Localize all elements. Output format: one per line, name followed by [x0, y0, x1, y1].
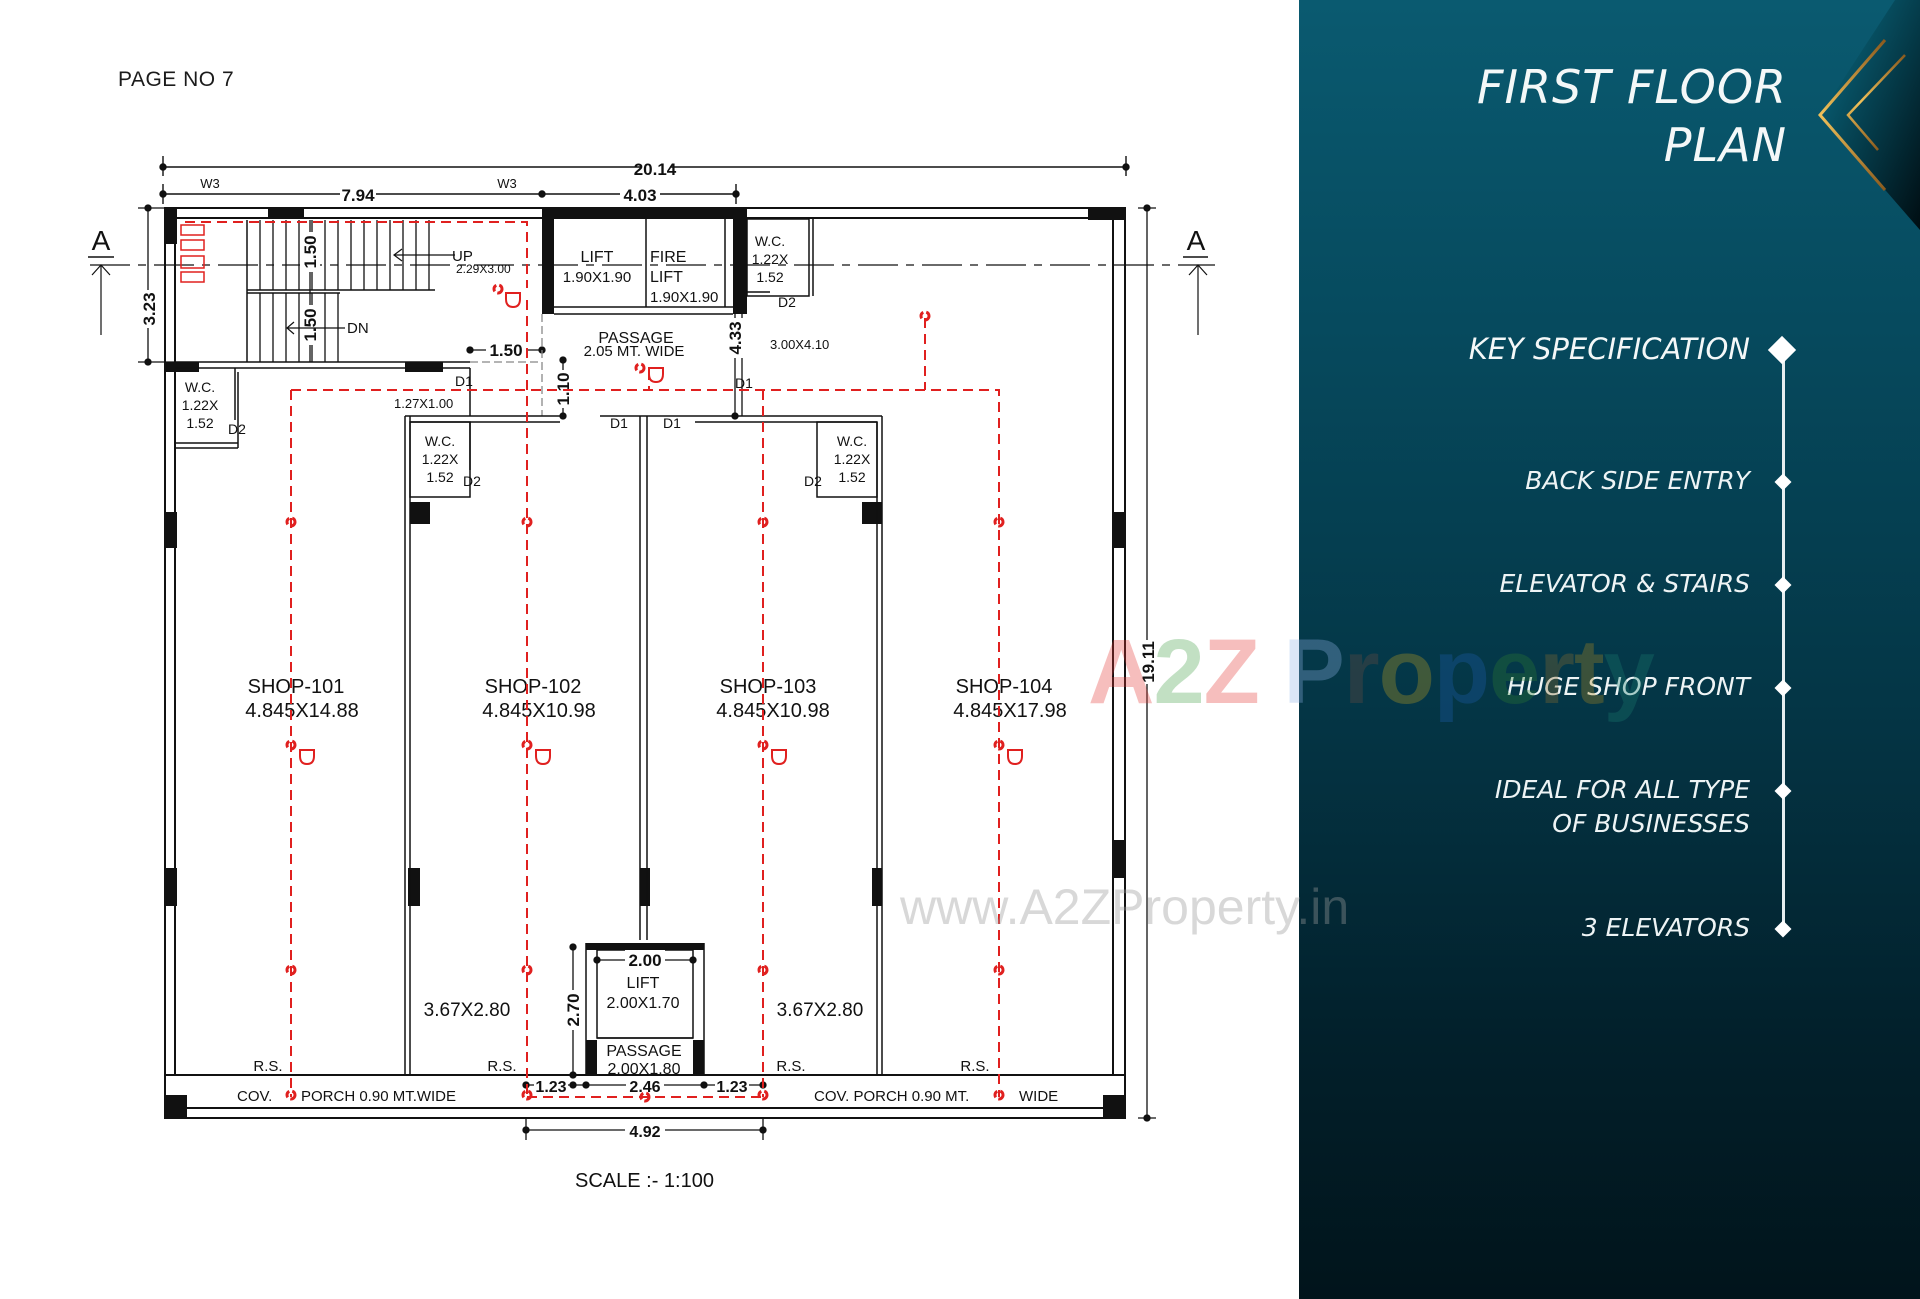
dim-passage-offset: 1.50	[489, 341, 522, 360]
room-size: 3.00X4.10	[770, 337, 829, 352]
watermark-url: www.A2ZProperty.in	[900, 879, 1350, 935]
dim-stair-depth: 3.23	[140, 292, 159, 325]
spec-item-ideal-businesses: IDEAL FOR ALL TYPE OF BUSINESSES	[1495, 773, 1750, 841]
side-panel: FIRST FLOOR PLAN KEY SPECIFICATION BACK …	[1299, 0, 1920, 1299]
shop-102-size: 4.845X10.98	[482, 700, 595, 722]
section-mark-left: A	[92, 225, 111, 256]
wc-label: W.C.	[837, 433, 867, 449]
fire-lift-label-2: LIFT	[650, 269, 683, 286]
title-line-1: FIRST FLOOR	[1477, 60, 1787, 114]
door-tag: D1	[610, 415, 628, 431]
lift-label: LIFT	[581, 249, 614, 266]
stair-down-label: DN	[347, 320, 369, 337]
shop-101-size: 4.845X14.88	[245, 700, 358, 722]
door-tag: D2	[804, 473, 822, 489]
front-passage-size: 2.00X1.80	[608, 1061, 681, 1078]
shop-102-name: SHOP-102	[485, 676, 582, 698]
wc-size: 1.22X	[834, 451, 871, 467]
wc-size: 1.22X	[422, 451, 459, 467]
wc-size: 1.52	[186, 415, 213, 431]
door-tag: D2	[463, 473, 481, 489]
door-tag: D1	[735, 375, 753, 391]
front-room-size-right: 3.67X2.80	[777, 1000, 864, 1021]
passage-label: PASSAGE	[598, 330, 673, 347]
spec-line: IDEAL FOR ALL TYPE	[1494, 775, 1750, 804]
dim-overall-depth: 19.11	[1139, 641, 1158, 683]
stair-size: 2.29X3.00	[456, 262, 511, 276]
spec-item-back-side-entry: BACK SIDE ENTRY	[1525, 466, 1750, 495]
fire-lift-label-1: FIRE	[650, 249, 686, 266]
dim-passage-depth: 4.33	[726, 321, 745, 354]
section-mark-right: A	[1187, 225, 1206, 256]
electrical-layout	[185, 221, 1000, 1098]
wc-label: W.C.	[425, 433, 455, 449]
shop-104-size: 4.845X17.98	[953, 700, 1066, 722]
floor-plan-drawing: 20.14 7.94 4.03 W3 W3 A A 3.23 19	[88, 156, 1215, 1141]
stair-up-label: UP	[452, 248, 473, 265]
floor-plan-page: PAGE NO 7 20.14 7.94 4.03 W3 W3 A A	[88, 68, 1215, 1192]
door-tag: D2	[778, 294, 796, 310]
dim-front-span: 4.92	[629, 1124, 660, 1141]
wc-size: 1.22X	[752, 251, 789, 267]
spec-item-elevator-stairs: ELEVATOR & STAIRS	[1499, 569, 1750, 598]
wc-size: 1.52	[838, 469, 865, 485]
fire-equipment-icon	[180, 224, 205, 283]
wc-label: W.C.	[755, 233, 785, 249]
shop-103-name: SHOP-103	[720, 676, 817, 698]
rs-label: R.S.	[253, 1058, 282, 1075]
porch-right-part-1: COV. PORCH 0.90 MT.	[814, 1088, 969, 1105]
dim-stair-flight-2: 1.50	[301, 308, 320, 341]
rs-label: R.S.	[487, 1058, 516, 1075]
dim-front-left: 1.23	[535, 1079, 566, 1096]
dim-front-lift-depth: 2.70	[564, 993, 583, 1026]
door-tag: D1	[455, 373, 473, 389]
front-passage-label: PASSAGE	[606, 1043, 681, 1060]
page-number: PAGE NO 7	[118, 68, 235, 91]
shop-103-size: 4.845X10.98	[716, 700, 829, 722]
spec-item-huge-shop-front: HUGE SHOP FRONT	[1507, 672, 1750, 701]
wc-label: W.C.	[185, 379, 215, 395]
porch-left-part-2: PORCH 0.90 MT.WIDE	[301, 1088, 456, 1105]
dim-stair-flight-1: 1.50	[301, 235, 320, 268]
door-tag: D1	[663, 415, 681, 431]
porch-right-part-2: WIDE	[1019, 1088, 1058, 1105]
front-lift-size: 2.00X1.70	[607, 995, 680, 1012]
fire-lift-size: 1.90X1.90	[650, 289, 718, 306]
door-tag: D2	[228, 421, 246, 437]
rs-label: R.S.	[776, 1058, 805, 1075]
porch-left-part-1: COV.	[237, 1088, 272, 1105]
dim-lift-core: 4.03	[623, 186, 656, 205]
spec-heading: KEY SPECIFICATION	[1468, 332, 1750, 366]
panel-title: FIRST FLOOR PLAN	[1477, 58, 1787, 174]
rs-label: R.S.	[960, 1058, 989, 1075]
dim-front-lift-width: 2.00	[628, 951, 661, 970]
title-line-2: PLAN	[1663, 118, 1787, 172]
watermark-brand: A2Z Property	[1088, 621, 1655, 723]
dim-front-right: 1.23	[716, 1079, 747, 1096]
lift-size: 1.90X1.90	[563, 269, 631, 286]
wc-size: 1.22X	[182, 397, 219, 413]
spec-line: OF BUSINESSES	[1552, 809, 1750, 838]
dim-front-mid: 2.46	[629, 1079, 660, 1096]
spec-timeline-line	[1782, 352, 1785, 930]
room-size: 1.27X1.00	[394, 396, 453, 411]
passage-size: 2.05 MT. WIDE	[584, 343, 685, 360]
scale-label: SCALE :- 1:100	[575, 1170, 714, 1192]
wc-size: 1.52	[756, 269, 783, 285]
fan-icons	[299, 292, 1023, 766]
shop-101-name: SHOP-101	[248, 676, 345, 698]
dim-left-block: 7.94	[341, 186, 375, 205]
shop-104-name: SHOP-104	[956, 676, 1053, 698]
spec-item-3-elevators: 3 ELEVATORS	[1581, 913, 1750, 942]
corner-chevron-decoration	[1818, 0, 1920, 230]
front-room-size-left: 3.67X2.80	[424, 1000, 511, 1021]
front-lift-label: LIFT	[627, 975, 660, 992]
wc-size: 1.52	[426, 469, 453, 485]
window-tag: W3	[497, 176, 517, 191]
dim-overall-width: 20.14	[634, 160, 677, 179]
window-tag: W3	[200, 176, 220, 191]
